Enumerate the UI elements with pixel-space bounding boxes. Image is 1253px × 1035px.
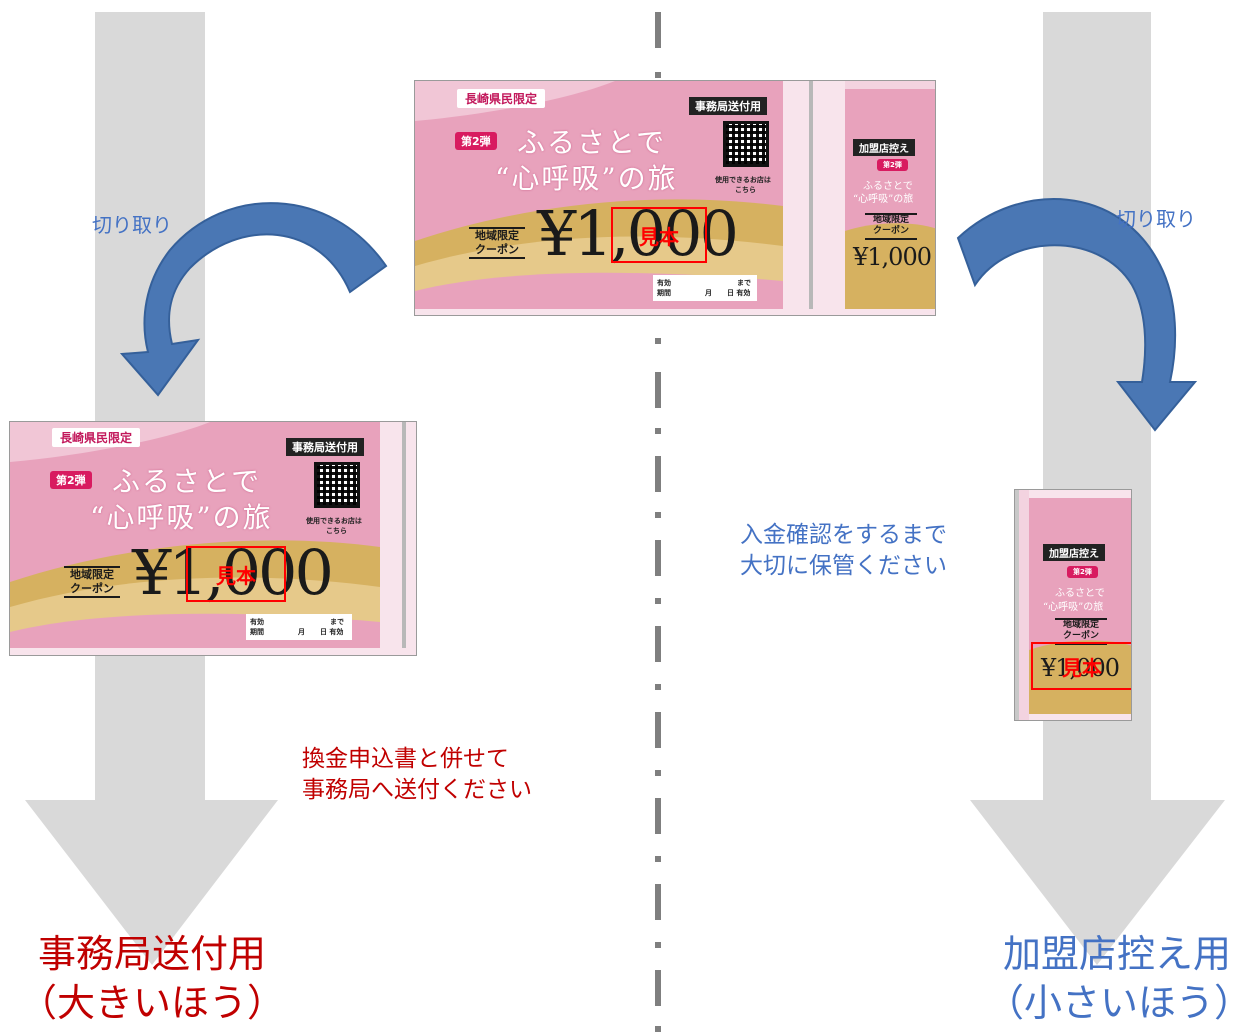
office-copy-badge-2: 事務局送付用 (286, 438, 364, 456)
store-keep-note-line1: 入金確認をするまで (740, 522, 947, 548)
office-send-note-line1: 換金申込書と併せて (302, 746, 509, 772)
office-validity-label-line1: 有効 (250, 618, 264, 626)
office-sample-stamp-text: 見本 (216, 563, 256, 588)
validity-month: 月 (705, 289, 712, 297)
office-result-line1: 事務局送付用 (37, 932, 266, 976)
office-title-line2: “心呼吸”の旅 (90, 501, 273, 534)
stub-limited-line1: 地域限定 (872, 215, 909, 225)
stub-badge-2: 加盟店控え (1043, 544, 1105, 561)
office-prefecture-badge: 長崎県民限定 (52, 428, 141, 447)
edition-badge: 第2弾 (455, 132, 497, 150)
office-validity-box: 有効 期間 月 まで 日 有効 (246, 614, 352, 640)
store-keep-note: 入金確認をするまで 大切に保管ください (740, 520, 947, 582)
office-limited-label: 地域限定 クーポン (64, 566, 120, 598)
qr-caption-line2: こちら (735, 186, 756, 194)
office-sample-stamp: 見本 (186, 546, 286, 602)
stub-limited-label-2: 地域限定 クーポン (1055, 618, 1107, 645)
stub-amount-2: ¥1,000 (1041, 654, 1120, 682)
stub-limited-label: 地域限定 クーポン (865, 213, 917, 240)
office-qr-code-icon (314, 462, 360, 508)
validity-label-line2: 期間 (657, 289, 671, 297)
office-validity-day-valid: 日 有効 (320, 628, 344, 636)
cut-label-left: 切り取り (92, 213, 172, 237)
office-title-line1: ふるさとで (112, 465, 262, 498)
stub-ticket-background (1015, 490, 1131, 720)
office-copy-badge: 事務局送付用 (689, 97, 767, 115)
stub-amount: ¥1,000 (853, 243, 932, 271)
qr-code-icon (723, 121, 769, 167)
office-copy-ticket: 長崎県民限定 事務局送付用 第2弾 ふるさとで “心呼吸”の旅 使用できるお店は… (9, 421, 417, 656)
stub-limited-line1-2: 地域限定 (1062, 620, 1099, 630)
office-qr-caption-line2: こちら (326, 527, 347, 535)
stub-title-line1: ふるさとで (863, 181, 913, 192)
stub-title-line1-2: ふるさとで (1055, 588, 1105, 599)
office-result-label: 事務局送付用 （大きいほう） (18, 930, 286, 1029)
ticket-background (415, 81, 935, 315)
store-result-label: 加盟店控え用 （小さいほう） (986, 930, 1253, 1029)
prefecture-badge: 長崎県民限定 (457, 89, 546, 108)
left-curved-arrow-icon (119, 202, 388, 397)
office-validity-month: 月 (298, 628, 305, 636)
right-curved-arrow-icon (956, 198, 1198, 432)
stub-limited-line2-2: クーポン (1062, 631, 1099, 642)
validity-day-valid: 日 有効 (727, 289, 751, 297)
store-stub-ticket: 加盟店控え 第2弾 ふるさとで “心呼吸”の旅 地域限定 クーポン ¥1,000… (1014, 489, 1132, 721)
sample-stamp-text: 見本 (639, 224, 679, 249)
office-limited-line1: 地域限定 (70, 568, 114, 581)
stub-edition-badge: 第2弾 (877, 159, 908, 171)
ticket-title-line2: “心呼吸”の旅 (495, 162, 678, 195)
stub-title-line2: “心呼吸”の旅 (853, 194, 914, 205)
center-dash-dot-line (655, 12, 661, 1032)
validity-until: まで (737, 279, 751, 287)
ticket-title-line1: ふるさとで (517, 126, 667, 159)
sample-stamp: 見本 (611, 207, 707, 263)
office-validity-label-line2: 期間 (250, 628, 264, 636)
office-amount: ¥1,000 (132, 536, 334, 609)
limited-line2: クーポン (475, 242, 519, 256)
cut-label-right: 切り取り (1116, 207, 1196, 231)
office-result-line2: （大きいほう） (18, 981, 285, 1026)
office-qr-caption-line1: 使用できるお店は (306, 517, 362, 525)
validity-box: 有効 期間 月 まで 日 有効 (653, 275, 757, 301)
store-result-line2: （小さいほう） (986, 981, 1253, 1026)
stub-sample-stamp-text: 見本 (1062, 655, 1102, 680)
office-validity-until: まで (330, 618, 344, 626)
store-keep-note-line2: 大切に保管ください (740, 553, 947, 580)
office-send-note: 換金申込書と併せて 事務局へ送付ください (302, 744, 532, 806)
full-coupon-ticket: 長崎県民限定 事務局送付用 第2弾 ふるさとで “心呼吸”の旅 使用できるお店は… (414, 80, 936, 316)
limited-coupon-label: 地域限定 クーポン (469, 227, 525, 259)
stub-badge: 加盟店控え (853, 139, 915, 156)
validity-label-line1: 有効 (657, 279, 671, 287)
limited-line1: 地域限定 (475, 229, 519, 242)
office-edition-badge: 第2弾 (50, 471, 92, 489)
stub-sample-stamp: 見本 (1031, 642, 1131, 690)
office-limited-line2: クーポン (70, 581, 114, 595)
stub-title-line2-2: “心呼吸”の旅 (1043, 602, 1104, 613)
store-result-line1: 加盟店控え用 (1002, 932, 1231, 976)
qr-caption-line1: 使用できるお店は (715, 176, 771, 184)
office-send-note-line2: 事務局へ送付ください (302, 777, 532, 804)
stub-edition-badge-2: 第2弾 (1067, 566, 1098, 578)
left-down-arrow-icon (25, 12, 278, 965)
stub-limited-line2: クーポン (872, 226, 909, 237)
